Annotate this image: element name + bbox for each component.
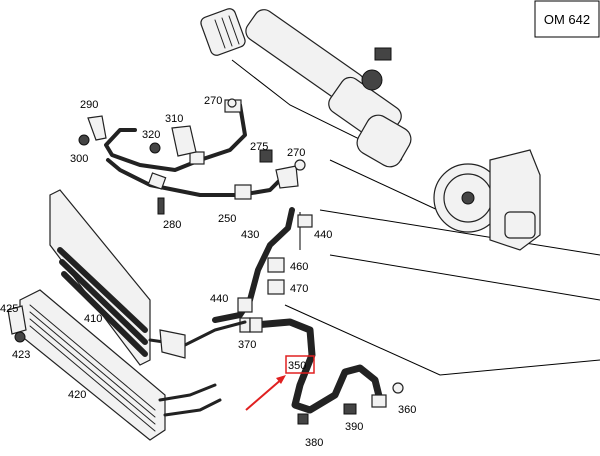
part-label: 420: [68, 389, 86, 401]
steering-gear: [200, 8, 412, 168]
part-label: 460: [290, 261, 308, 273]
part-label: 410: [84, 313, 102, 325]
engine-code-box: [534, 0, 600, 38]
part-label: 280: [163, 219, 181, 231]
engine-code-label: OM 642: [544, 12, 590, 27]
part-labels: 290 300 310 320 270 275 270 280 250 430 …: [0, 95, 416, 449]
highlight-box-350: [285, 355, 315, 374]
part-label: 370: [238, 339, 256, 351]
connection-lines: [231, 59, 600, 376]
part-label: 440: [314, 229, 332, 241]
cooler-410: [49, 189, 247, 366]
part-label: 380: [305, 437, 323, 449]
part-label: 440: [210, 293, 228, 305]
part-label: 425: [0, 303, 18, 315]
part-label: 320: [142, 129, 160, 141]
part-label: 270: [204, 95, 222, 107]
part-label: 350: [288, 360, 306, 372]
part-label: 310: [165, 113, 183, 125]
part-label: 470: [290, 283, 308, 295]
part-label: 275: [250, 141, 268, 153]
brackets-upper: [78, 98, 306, 215]
part-label: 300: [70, 153, 88, 165]
cooler-420: [7, 289, 222, 441]
part-label: 430: [241, 229, 259, 241]
part-label: 423: [12, 349, 30, 361]
part-label: 360: [398, 404, 416, 416]
part-label: 250: [218, 213, 236, 225]
hose-430: [212, 207, 313, 333]
part-label: 390: [345, 421, 363, 433]
hose-350: [249, 317, 404, 425]
highlight-arrow: [245, 375, 286, 411]
part-label: 270: [287, 147, 305, 159]
pipe-250: [104, 99, 287, 200]
part-label: 290: [80, 99, 98, 111]
power-steering-pump: [433, 149, 541, 251]
